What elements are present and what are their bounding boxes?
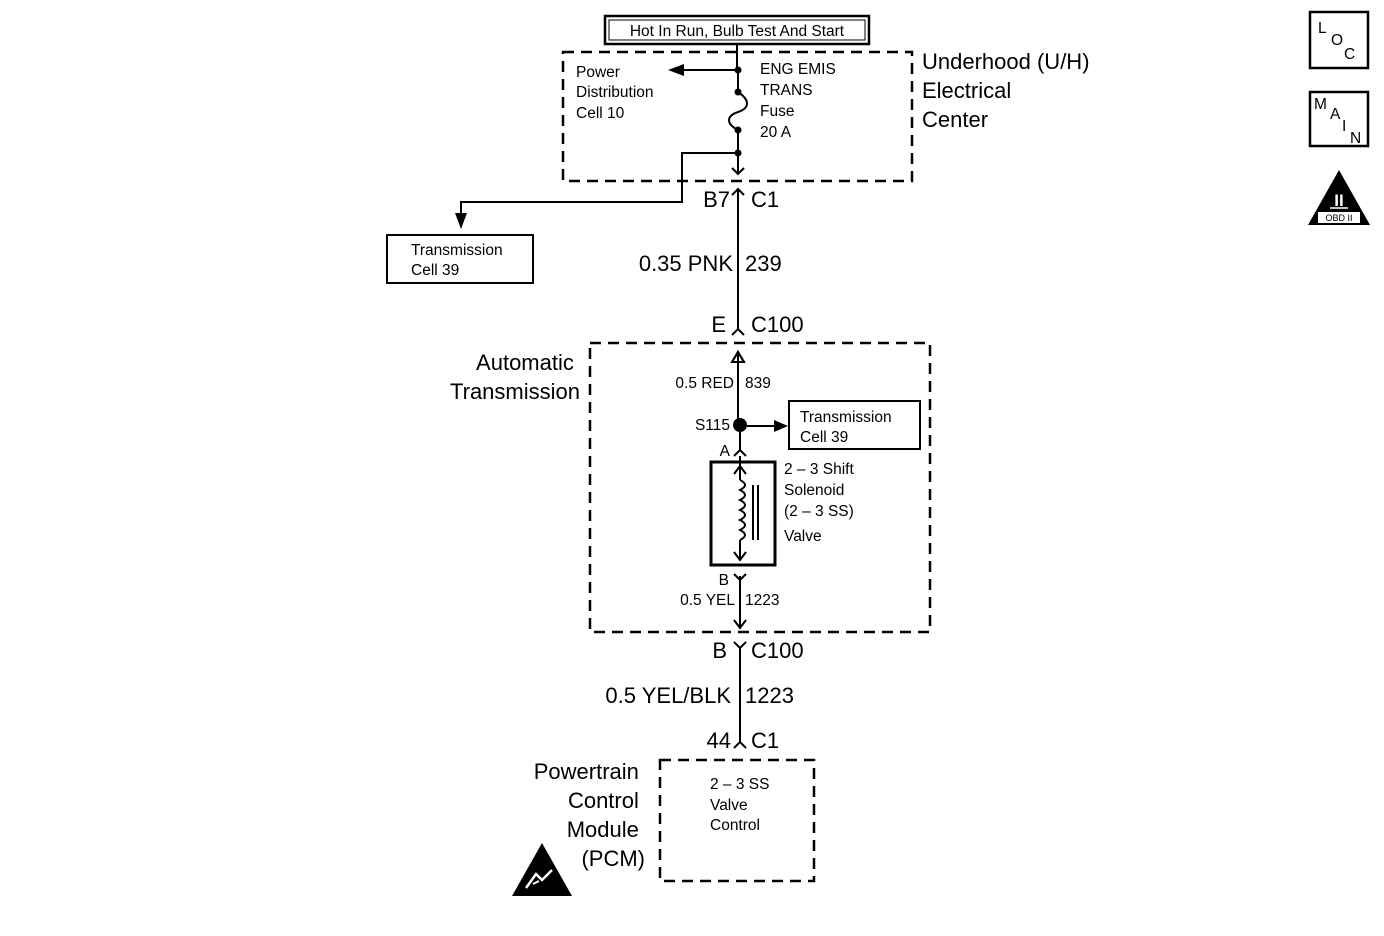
wire-1223-yel-color: 0.5 YEL — [680, 592, 735, 609]
main-icon[interactable]: M A I N — [1308, 90, 1370, 148]
underhood-center-boundary — [561, 50, 914, 183]
power-source-box: Hot In Run, Bulb Test And Start — [603, 14, 871, 46]
connector-c100-top — [731, 327, 745, 336]
fuse-label: ENG EMIS TRANS Fuse 20 A — [760, 61, 840, 141]
solenoid-coil-icon — [709, 456, 777, 567]
wire-1223-yel-circuit: 1223 — [745, 592, 779, 609]
pcm-label: Powertrain Control Module (PCM) — [534, 759, 645, 871]
splice-s115 — [733, 418, 747, 432]
underhood-center-label: Underhood (U/H) Electrical Center — [922, 49, 1096, 132]
svg-text:O: O — [1331, 32, 1343, 49]
connector-c1-bottom-pin: 44 — [707, 728, 731, 753]
solenoid-pin-a: A — [720, 443, 731, 460]
wire-239-circuit: 239 — [745, 251, 782, 276]
fuse-symbol-icon — [728, 70, 748, 153]
solenoid-label: 2 – 3 Shift Solenoid (2 – 3 SS) Valve — [784, 461, 858, 545]
arrow-right-icon — [774, 420, 788, 432]
svg-text:C: C — [1344, 46, 1355, 63]
power-source-label: Hot In Run, Bulb Test And Start — [630, 23, 845, 40]
svg-text:I: I — [1342, 118, 1346, 135]
connector-c1-top-pin: B7 — [703, 187, 730, 212]
pcm-boundary — [658, 758, 816, 883]
connector-c1-bottom-name: C1 — [751, 728, 779, 753]
wire-839-circuit: 839 — [745, 375, 771, 392]
esd-warning-icon — [512, 843, 572, 896]
wire-1223-yelblk-color: 0.5 YEL/BLK — [605, 683, 731, 708]
connector-c100-bottom-name: C100 — [751, 638, 804, 663]
connector-c1-top-name: C1 — [751, 187, 779, 212]
connector-c100-top-name: C100 — [751, 312, 804, 337]
svg-text:L: L — [1318, 20, 1327, 37]
automatic-transmission-boundary — [588, 341, 932, 634]
arrow-left-icon — [668, 64, 684, 76]
wire-839-color: 0.5 RED — [675, 375, 734, 392]
power-distribution-ref: Power Distribution Cell 10 — [576, 64, 658, 122]
splice-label: S115 — [695, 417, 730, 434]
connector-c100-top-pin: E — [711, 312, 726, 337]
svg-text:A: A — [1330, 106, 1341, 123]
obd-ii-icon[interactable]: II OBD II — [1308, 170, 1370, 225]
connector-c1-top — [731, 167, 745, 330]
arrow-down-icon — [455, 213, 467, 229]
loc-icon[interactable]: L O C — [1308, 10, 1370, 70]
pcm-function-label: 2 – 3 SS Valve Control — [710, 776, 774, 834]
wire-1223-yelblk-circuit: 1223 — [745, 683, 794, 708]
svg-text:II: II — [1334, 191, 1343, 210]
svg-text:N: N — [1350, 130, 1361, 147]
wire-239-color: 0.35 PNK — [639, 251, 733, 276]
transmission-ref-mid: Transmission Cell 39 — [800, 409, 896, 446]
connector-c100-bottom-pin: B — [712, 638, 727, 663]
automatic-transmission-label: Automatic Transmission — [450, 350, 580, 404]
transmission-ref-top: Transmission Cell 39 — [411, 242, 507, 279]
solenoid-pin-b: B — [719, 572, 729, 589]
svg-text:M: M — [1314, 96, 1327, 113]
svg-text:OBD II: OBD II — [1325, 213, 1352, 223]
